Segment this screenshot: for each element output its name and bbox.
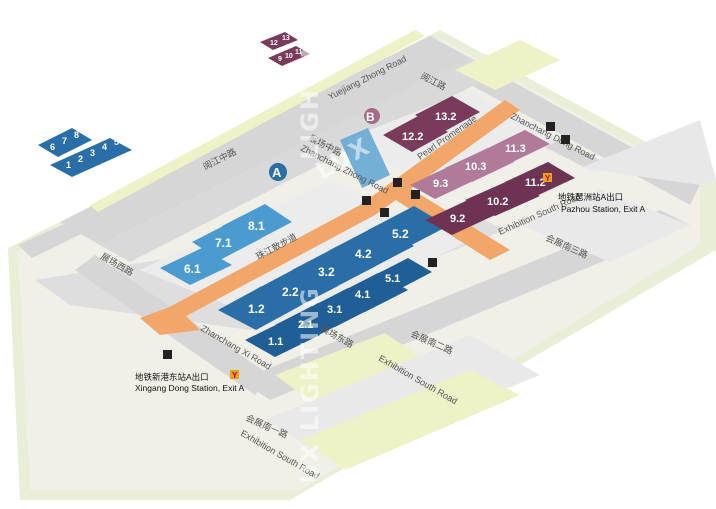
zone-b-halls: 9.2 10.2 11.2 9.3 10.3 11.3 12.2 13.2 bbox=[340, 96, 575, 235]
hall-5-1-label: 5.1 bbox=[385, 273, 400, 285]
inset-a-1: 1 bbox=[66, 160, 71, 170]
watermark-vertical-top: LIGHTING bbox=[296, 15, 324, 160]
inset-a-3: 3 bbox=[90, 148, 95, 158]
hall-2-2-label: 2.2 bbox=[282, 285, 299, 299]
hall-7-1-label: 7.1 bbox=[215, 236, 232, 250]
station-xingang-en: Xingang Dong Station, Exit A bbox=[135, 383, 244, 393]
zone-a-marker: A bbox=[269, 163, 287, 181]
escalator-icon bbox=[428, 258, 437, 267]
hall-11-2-label: 11.2 bbox=[525, 177, 546, 189]
escalator-icon bbox=[163, 350, 172, 359]
hall-12-2-label: 12.2 bbox=[402, 131, 423, 143]
zone-b-label: B bbox=[366, 110, 375, 124]
escalator-icons bbox=[163, 122, 570, 359]
road-outer-north bbox=[60, 36, 470, 245]
inset-b-10: 10 bbox=[285, 53, 293, 60]
svg-text:Y: Y bbox=[232, 371, 238, 380]
hall-13-2-label: 13.2 bbox=[435, 111, 456, 123]
inset-b-11: 11 bbox=[295, 49, 303, 56]
inset-zone-a: 6 7 8 1 2 3 4 5 bbox=[38, 128, 132, 177]
green-strip-north bbox=[90, 30, 425, 212]
hall-6-1[interactable] bbox=[160, 248, 232, 285]
metro-icon-xingang: Y bbox=[230, 370, 239, 380]
hall-9-3-label: 9.3 bbox=[433, 178, 448, 190]
metro-icon-pazhou: Y bbox=[543, 173, 552, 183]
hall-8-1[interactable] bbox=[222, 204, 292, 244]
inset-b-9: 9 bbox=[278, 56, 282, 63]
inset-zone-b: 12 13 9 10 11 bbox=[260, 32, 310, 66]
east-block-2 bbox=[580, 120, 716, 185]
escalator-icon bbox=[380, 208, 389, 217]
inset-a-4: 4 bbox=[102, 142, 107, 152]
zone-b-marker: B bbox=[364, 108, 380, 124]
road-yuejiang bbox=[100, 58, 500, 262]
inset-b-12: 12 bbox=[270, 40, 278, 47]
inset-a-2: 2 bbox=[78, 154, 83, 164]
green-block-east bbox=[455, 40, 560, 90]
hall-8-1-label: 8.1 bbox=[248, 219, 265, 233]
east-block bbox=[520, 190, 690, 262]
hall-10-3-label: 10.3 bbox=[465, 161, 486, 173]
escalator-icon bbox=[546, 122, 555, 131]
hall-5-2-label: 5.2 bbox=[392, 227, 409, 241]
inset-a-8: 8 bbox=[74, 130, 79, 140]
station-pazhou-en: Pazhou Station, Exit A bbox=[561, 204, 645, 214]
hall-4-1-label: 4.1 bbox=[355, 289, 370, 301]
hall-11-2[interactable] bbox=[505, 162, 575, 198]
zone-a-halls: 1.1 2.1 3.1 4.1 5.1 1.2 2.2 3.2 4.2 5.2 … bbox=[160, 204, 448, 357]
hall-9-2-label: 9.2 bbox=[450, 213, 465, 225]
hall-5-2[interactable] bbox=[368, 206, 448, 250]
hall-1-2-label: 1.2 bbox=[248, 302, 265, 316]
svg-text:Y: Y bbox=[545, 174, 551, 183]
hall-9-2[interactable] bbox=[425, 200, 495, 235]
watermark-vertical: LUX LIGHTING bbox=[296, 286, 324, 500]
green-block-south bbox=[275, 333, 440, 415]
hall-3-1-label: 3.1 bbox=[327, 304, 342, 316]
zone-a-label: A bbox=[272, 165, 282, 180]
station-pazhou-cn: 地铁琶洲站A出口 bbox=[558, 192, 623, 202]
hall-3-2-label: 3.2 bbox=[318, 265, 335, 279]
hall-11-3-label: 11.3 bbox=[505, 143, 526, 155]
escalator-icon bbox=[561, 135, 570, 144]
pearl-promenade bbox=[145, 100, 520, 330]
hall-b-annex[interactable] bbox=[340, 128, 390, 188]
hall-11-3[interactable] bbox=[484, 130, 550, 164]
escalator-icon bbox=[393, 178, 402, 187]
inset-a-6: 6 bbox=[50, 142, 55, 152]
lower-yellow-block bbox=[300, 370, 520, 470]
escalator-icon bbox=[411, 190, 420, 199]
hall-6-1-label: 6.1 bbox=[184, 262, 201, 276]
hall-13-2[interactable] bbox=[415, 96, 480, 131]
station-xingang-cn: 地铁新港东站A出口 bbox=[135, 372, 209, 382]
hall-4-2-label: 4.2 bbox=[355, 247, 372, 261]
hall-2-1-label: 2.1 bbox=[298, 319, 313, 331]
hall-5-1[interactable] bbox=[365, 258, 432, 294]
hall-1-1-label: 1.1 bbox=[268, 336, 283, 348]
escalator-icon bbox=[362, 196, 371, 205]
inset-a-5: 5 bbox=[114, 137, 119, 147]
inset-a-7: 7 bbox=[62, 136, 67, 146]
hall-10-2-label: 10.2 bbox=[487, 196, 508, 208]
inset-b-13: 13 bbox=[282, 35, 290, 42]
pearl-promenade-plaza bbox=[140, 305, 200, 335]
hall-12-2[interactable] bbox=[383, 115, 448, 152]
